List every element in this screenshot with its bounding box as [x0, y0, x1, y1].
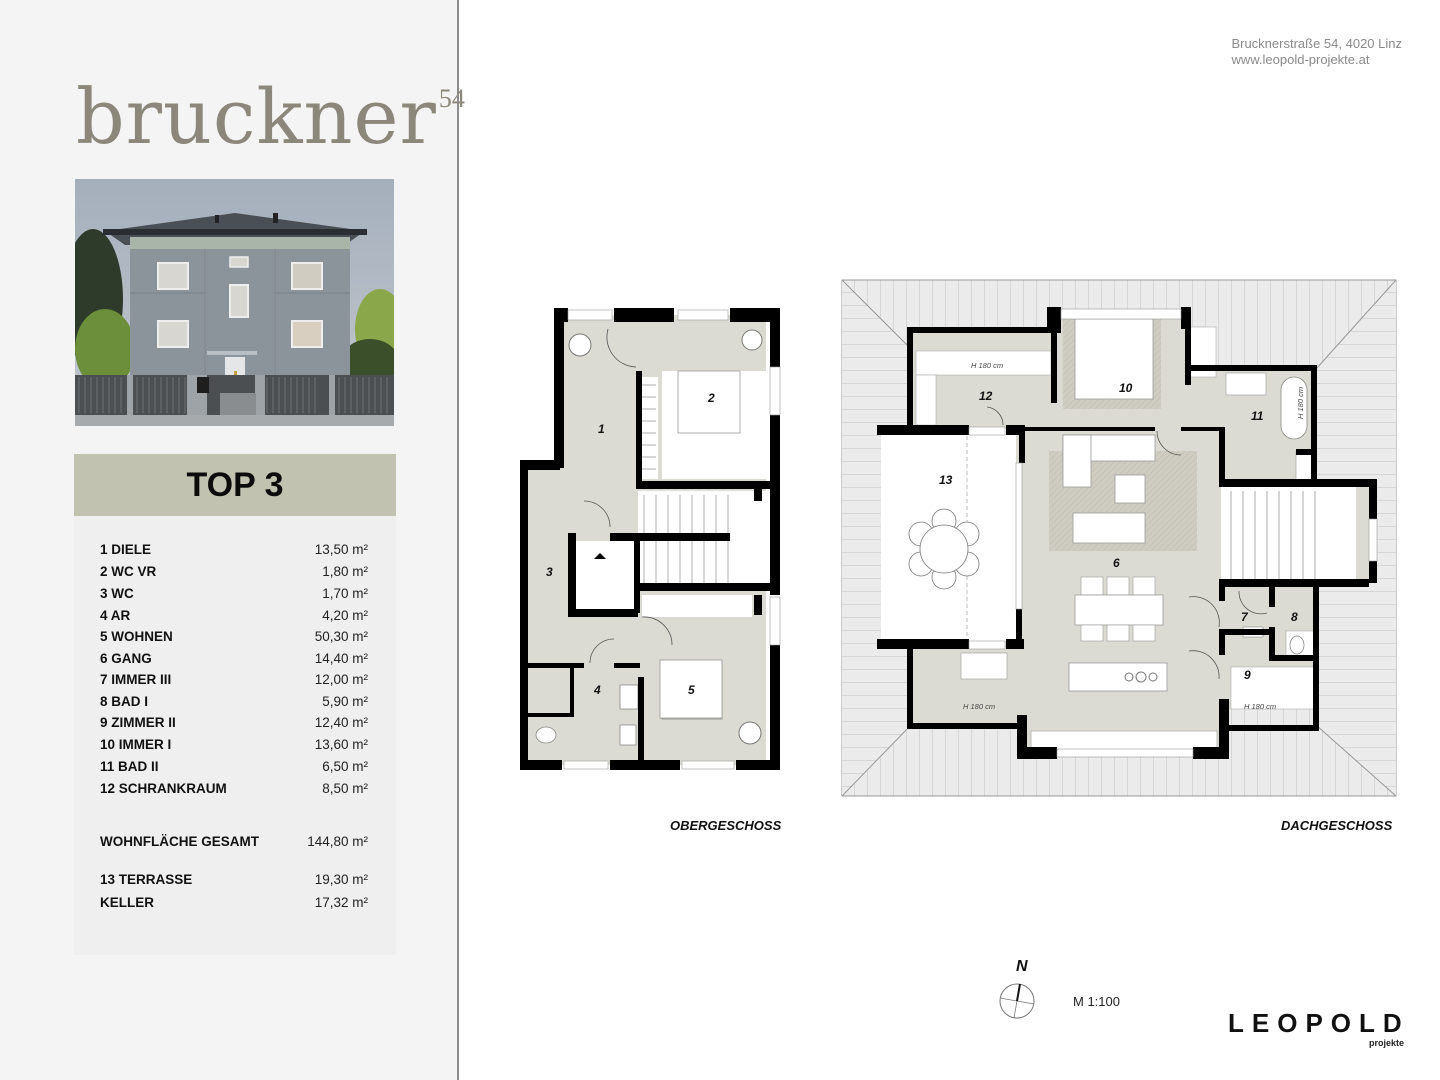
- room-area: 5,90 m²: [322, 694, 368, 709]
- extra-label: KELLER: [100, 895, 154, 910]
- room-row: 3 WC 1,70 m²: [100, 586, 368, 606]
- room-number: 4: [593, 683, 601, 697]
- room-label: 1 DIELE: [100, 542, 152, 557]
- unit-header: TOP 3: [74, 454, 396, 516]
- room-area: 8,50 m²: [322, 781, 368, 796]
- height-note: H 180 cm: [971, 361, 1003, 370]
- room-label: 12 SCHRANKRAUM: [100, 781, 227, 796]
- panel-divider: [457, 0, 459, 1080]
- upper-floor-label: OBERGESCHOSS: [670, 818, 782, 833]
- upper-floor-drawing: 1 2 3 4 5: [520, 308, 781, 770]
- room-row: 2 WC VR 1,80 m²: [100, 564, 368, 584]
- extra-label: 13 TERRASSE: [100, 872, 193, 887]
- logo-sub: projekte: [1368, 1038, 1404, 1048]
- room-row: 10 IMMER I 13,60 m²: [100, 737, 368, 757]
- room-number: 1: [598, 422, 605, 436]
- room-row: 1 DIELE 13,50 m²: [100, 542, 368, 562]
- room-label: 3 WC: [100, 586, 134, 601]
- brand-logo: bruckner 54: [76, 72, 465, 162]
- room-area: 12,40 m²: [314, 715, 368, 730]
- room-row: 9 ZIMMER II 12,40 m²: [100, 715, 368, 735]
- leopold-logo: LEOPOLD projekte: [1228, 1008, 1410, 1048]
- room-number: 12: [979, 389, 993, 403]
- room-row: 11 BAD II 6,50 m²: [100, 759, 368, 779]
- room-label: 8 BAD I: [100, 694, 149, 709]
- room-number: 13: [939, 473, 953, 487]
- project-address: Brucknerstraße 54, 4020 Linz www.leopold…: [1231, 36, 1402, 68]
- room-number: 5: [688, 683, 695, 697]
- room-row: 4 AR 4,20 m²: [100, 608, 368, 628]
- brand-superscript: 54: [438, 84, 465, 113]
- room-label: 11 BAD II: [100, 759, 159, 774]
- room-number: 6: [1113, 556, 1120, 570]
- building-illustration: [75, 213, 394, 426]
- room-area: 1,80 m²: [322, 564, 368, 579]
- room-area: 4,20 m²: [322, 608, 368, 623]
- area-table: 1 DIELE 13,50 m² 2 WC VR 1,80 m² 3 WC 1,70 …: [74, 516, 396, 955]
- room-label: 9 ZIMMER II: [100, 715, 176, 730]
- north-arrow: N: [996, 958, 1040, 1020]
- north-label: N: [1016, 958, 1028, 975]
- unit-title: TOP 3: [186, 465, 284, 504]
- total-row: WOHNFLÄCHE GESAMT 144,80 m²: [100, 834, 368, 854]
- room-number: 7: [1241, 610, 1249, 624]
- room-label: 5 WOHNEN: [100, 629, 173, 644]
- extra-row: KELLER 17,32 m²: [100, 895, 368, 915]
- room-row: 12 SCHRANKRAUM 8,50 m²: [100, 781, 368, 801]
- room-row: 5 WOHNEN 50,30 m²: [100, 629, 368, 649]
- compass-icon: [999, 983, 1035, 1019]
- building-photo: [75, 179, 394, 426]
- room-number: 9: [1244, 668, 1251, 682]
- room-area: 6,50 m²: [322, 759, 368, 774]
- room-label: 7 IMMER III: [100, 672, 172, 687]
- height-note: H 180 cm: [1296, 387, 1305, 419]
- room-label: 4 AR: [100, 608, 131, 623]
- scale-label: M 1:100: [1073, 994, 1120, 1009]
- extra-row: 13 TERRASSE 19,30 m²: [100, 872, 368, 892]
- website-link[interactable]: www.leopold-projekte.at: [1231, 52, 1370, 67]
- height-note: H 180 cm: [963, 702, 995, 711]
- room-area: 1,70 m²: [322, 586, 368, 601]
- extra-area: 19,30 m²: [314, 872, 368, 887]
- height-note: H 180 cm: [1244, 702, 1276, 711]
- room-number: 2: [707, 391, 715, 405]
- room-label: 10 IMMER I: [100, 737, 172, 752]
- room-area: 50,30 m²: [314, 629, 368, 644]
- attic-floor-plan: H 180 cm H 180 cm H 180 cm H 180 cm 6 7 …: [841, 279, 1397, 797]
- room-label: 2 WC VR: [100, 564, 157, 579]
- room-number: 11: [1251, 409, 1264, 423]
- room-area: 13,60 m²: [314, 737, 368, 752]
- room-area: 14,40 m²: [314, 651, 368, 666]
- total-label: WOHNFLÄCHE GESAMT: [100, 834, 259, 849]
- attic-floor-label: DACHGESCHOSS: [1281, 818, 1393, 833]
- room-label: 6 GANG: [100, 651, 152, 666]
- room-number: 8: [1291, 610, 1298, 624]
- room-area: 12,00 m²: [314, 672, 368, 687]
- brand-name: bruckner: [76, 72, 437, 161]
- upper-floor-plan: 1 2 3 4 5: [518, 305, 788, 770]
- room-area: 13,50 m²: [314, 542, 368, 557]
- room-number: 10: [1119, 381, 1133, 395]
- total-area: 144,80 m²: [307, 834, 368, 849]
- room-row: 8 BAD I 5,90 m²: [100, 694, 368, 714]
- room-number: 3: [546, 565, 553, 579]
- attic-floor-drawing: H 180 cm H 180 cm H 180 cm H 180 cm 6 7 …: [841, 279, 1397, 797]
- room-row: 6 GANG 14,40 m²: [100, 651, 368, 671]
- address-line: Brucknerstraße 54, 4020 Linz: [1231, 36, 1402, 51]
- logo-main: LEOPOLD: [1228, 1008, 1410, 1038]
- room-row: 7 IMMER III 12,00 m²: [100, 672, 368, 692]
- extra-area: 17,32 m²: [314, 895, 368, 910]
